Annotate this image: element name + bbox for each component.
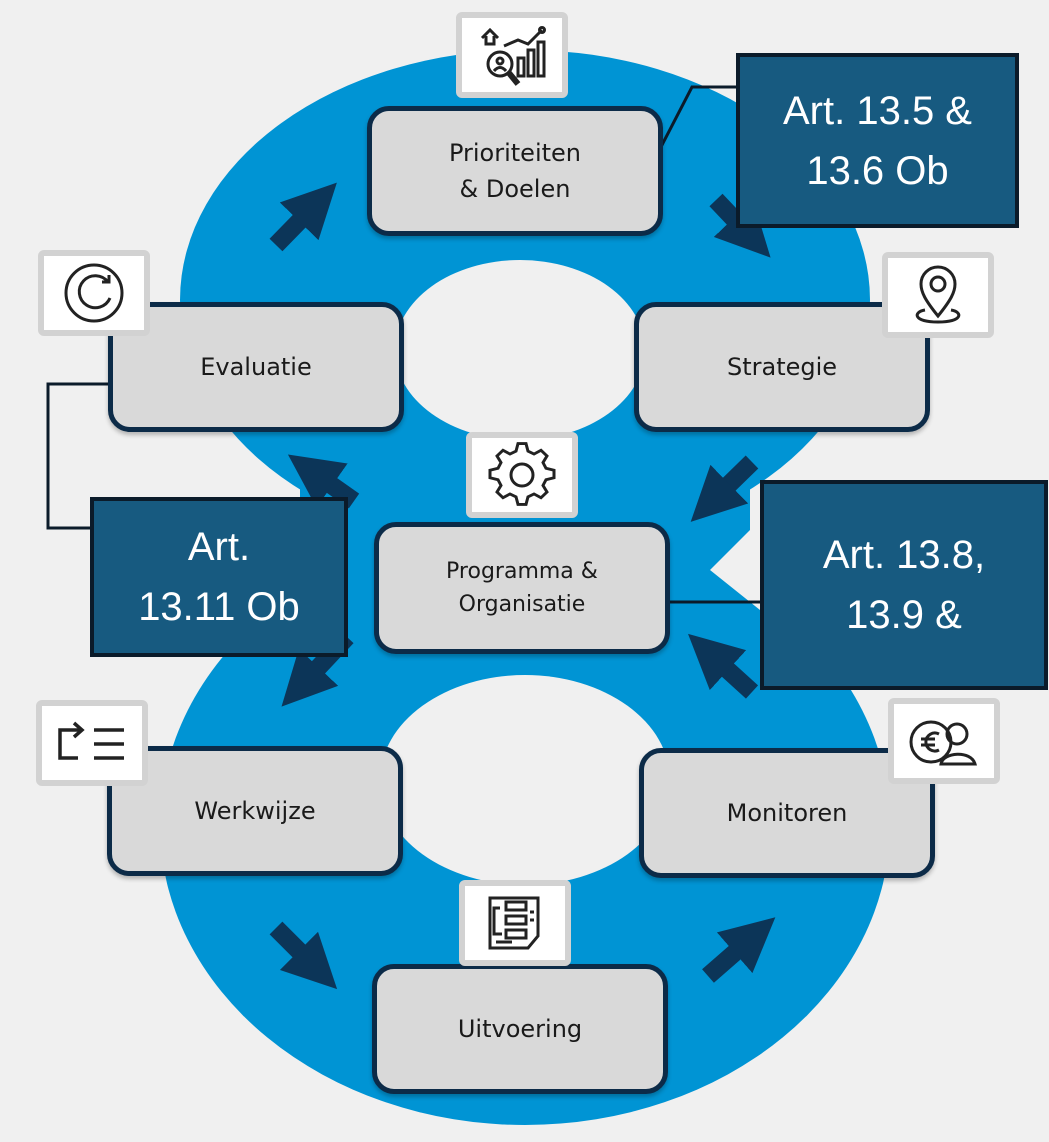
gear-icon [466, 432, 578, 518]
arrow-strategie-to-programma [690, 455, 759, 522]
refresh-cycle-icon [38, 250, 150, 336]
arrow-prioriteiten-to-strategie [709, 193, 771, 258]
article-box-13-11: Art. 13.11 Ob [90, 497, 348, 657]
step-uitvoering: Uitvoering [372, 964, 668, 1094]
arrow-monitoren-to-programma [688, 633, 759, 699]
article-box-13-8: Art. 13.8, 13.9 & [760, 480, 1048, 690]
step-werkwijze: Werkwijze [107, 746, 403, 876]
analytics-magnifier-icon [456, 12, 568, 98]
connector-evaluatie-article [46, 382, 112, 530]
article-box-13-5: Art. 13.5 & 13.6 Ob [736, 53, 1019, 228]
location-pin-icon [882, 252, 994, 338]
step-programma-organisatie: Programma & Organisatie [374, 522, 670, 654]
step-prioriteiten-doelen: Prioriteiten & Doelen [367, 106, 663, 236]
arrow-werkwijze-to-uitvoering [269, 921, 338, 990]
arrow-uitvoering-to-monitoren [702, 917, 776, 983]
euro-people-icon [888, 698, 1000, 784]
flowchart-icon [459, 880, 571, 966]
step-evaluatie: Evaluatie [108, 302, 404, 432]
step-strategie: Strategie [634, 302, 930, 432]
step-monitoren: Monitoren [639, 748, 935, 878]
arrow-programma-to-evaluatie [287, 454, 360, 509]
arrow-evaluatie-to-prioriteiten [269, 182, 337, 252]
indent-list-icon [36, 700, 148, 786]
